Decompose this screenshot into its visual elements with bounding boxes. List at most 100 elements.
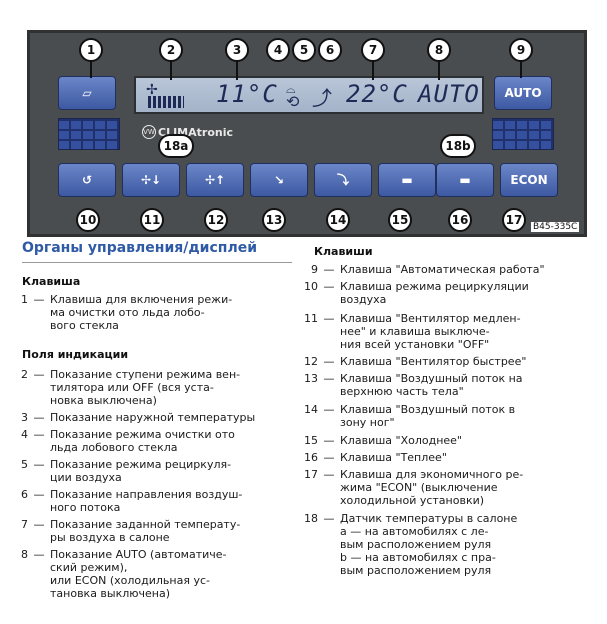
list-item: 12—Клавиша "Вентилятор быстрее": [290, 355, 526, 368]
fan-up-icon: ✢↑: [204, 173, 226, 187]
item-number: 6: [21, 488, 28, 501]
fan-level-bars: [148, 96, 184, 108]
item-line: Клавиша для экономичного ре-: [340, 468, 524, 481]
page-title: Органы управления/дисплей: [22, 240, 257, 256]
item-line: Показание заданной температу-: [50, 518, 241, 531]
econ-button-label: ECON: [510, 173, 548, 187]
item-line: тилятора или OFF (вся уста-: [50, 381, 214, 394]
list-item: 2—Показание ступени режима вен-тилятора …: [0, 368, 240, 407]
airflow-upper-body-button[interactable]: ↘: [250, 163, 308, 197]
leader-line: [236, 58, 238, 80]
list-item: 1—Клавиша для включения режи-ма очистки …: [0, 293, 232, 332]
callout-1: 1: [79, 38, 103, 62]
defrost-indicator-icon: ⌓: [286, 82, 296, 96]
title-rule: [22, 262, 292, 263]
item-number: 3: [21, 411, 28, 424]
item-line: воздуха: [340, 293, 387, 306]
callout-13: 13: [262, 208, 286, 232]
item-number: 8: [21, 548, 28, 561]
list-item: 8—Показание AUTO (автоматиче-ский режим)…: [0, 548, 227, 600]
item-line: Показание направления воздуш-: [50, 488, 243, 501]
item-line: Клавиша "Холоднее": [340, 434, 462, 447]
item-number: 13: [304, 372, 318, 385]
fan-icon: ✢: [146, 82, 158, 98]
recirculation-indicator-icon: ⟲: [286, 92, 300, 111]
colder-button[interactable]: ▬: [378, 163, 436, 197]
callout-12: 12: [204, 208, 228, 232]
defrost-button[interactable]: ▱: [58, 76, 116, 110]
item-number: 16: [304, 451, 318, 464]
item-number: 12: [304, 355, 318, 368]
item-line: Клавиша "Вентилятор медлен-: [340, 312, 521, 325]
list-item: 11—Клавиша "Вентилятор медлен-нее" и кла…: [290, 312, 521, 351]
climatronic-panel: ✢ 11°C ⌓ ⟲ ⤴ 22°C AUTO ▱ AUTO VW CLIMAtr…: [27, 30, 587, 237]
callout-2: 2: [159, 38, 183, 62]
outside-temperature: 11°C: [216, 80, 278, 108]
item-line: a — на автомобилях с ле-: [340, 525, 489, 538]
callout-17: 17: [502, 208, 526, 232]
fan-faster-button[interactable]: ✢↑: [186, 163, 244, 197]
leader-line: [372, 58, 374, 80]
list-item: 16—Клавиша "Теплее": [290, 451, 447, 464]
fan-slower-button[interactable]: ✢↓: [122, 163, 180, 197]
item-number: 10: [304, 280, 318, 293]
leader-line: [520, 58, 522, 78]
item-line: Показание режима очистки ото: [50, 428, 235, 441]
recirculation-button[interactable]: ↺: [58, 163, 116, 197]
item-line: ры воздуха в салоне: [50, 531, 170, 544]
item-line: нее" и клавиша выключе-: [340, 325, 490, 338]
airflow-direction-icon: ⤴: [312, 86, 332, 110]
item-line: Клавиша "Воздушный поток на: [340, 372, 523, 385]
item-line: ного потока: [50, 501, 121, 514]
item-line: ский режим),: [50, 561, 128, 574]
econ-button[interactable]: ECON: [500, 163, 558, 197]
item-line: вым расположением руля: [340, 538, 492, 551]
item-number: 11: [304, 312, 318, 325]
item-number: 14: [304, 403, 318, 416]
item-line: или ECON (холодильная ус-: [50, 574, 210, 587]
list-item: 7—Показание заданной температу-ры воздух…: [0, 518, 240, 544]
fan-down-icon: ✢↓: [140, 173, 162, 187]
list-item: 3—Показание наружной температуры: [0, 411, 255, 424]
warmer-button[interactable]: ▬: [436, 163, 494, 197]
item-line: новка выключена): [50, 394, 157, 407]
list-item: 15—Клавиша "Холоднее": [290, 434, 462, 447]
callout-6: 6: [318, 38, 342, 62]
callout-11: 11: [140, 208, 164, 232]
item-line: ции воздуха: [50, 471, 122, 484]
item-line: вым расположением руля: [340, 564, 492, 577]
item-line: Клавиша "Вентилятор быстрее": [340, 355, 527, 368]
figure-code: B45-335C: [531, 222, 580, 232]
callout-7: 7: [361, 38, 385, 62]
item-line: Клавиша для включения режи-: [50, 293, 233, 306]
list-item: 5—Показание режима рециркуля-ции воздуха: [0, 458, 231, 484]
item-number: 15: [304, 434, 318, 447]
item-number: 9: [311, 263, 318, 276]
item-line: Клавиша "Теплее": [340, 451, 447, 464]
item-line: ния всей установки "OFF": [340, 338, 490, 351]
callout-8: 8: [427, 38, 451, 62]
item-line: Показание режима рециркуля-: [50, 458, 232, 471]
callout-4: 4: [266, 38, 290, 62]
lcd-display: ✢ 11°C ⌓ ⟲ ⤴ 22°C AUTO: [134, 76, 484, 114]
airflow-footwell-button[interactable]: ⤵: [314, 163, 372, 197]
auto-button[interactable]: AUTO: [494, 76, 552, 110]
item-line: Клавиша "Автоматическая работа": [340, 263, 545, 276]
callout-18b: 18b: [440, 134, 476, 158]
item-number: 7: [21, 518, 28, 531]
vw-logo: VW: [142, 125, 156, 139]
callout-3: 3: [225, 38, 249, 62]
item-number: 18: [304, 512, 318, 525]
mode-indicator: AUTO: [418, 80, 480, 108]
callout-14: 14: [326, 208, 350, 232]
item-line: зону ног": [340, 416, 395, 429]
item-number: 17: [304, 468, 318, 481]
leader-line: [438, 58, 440, 80]
item-line: b — на автомобилях с пра-: [340, 551, 496, 564]
item-line: вого стекла: [50, 319, 119, 332]
item-line: Клавиша режима рециркуляции: [340, 280, 529, 293]
auto-button-label: AUTO: [504, 86, 542, 100]
